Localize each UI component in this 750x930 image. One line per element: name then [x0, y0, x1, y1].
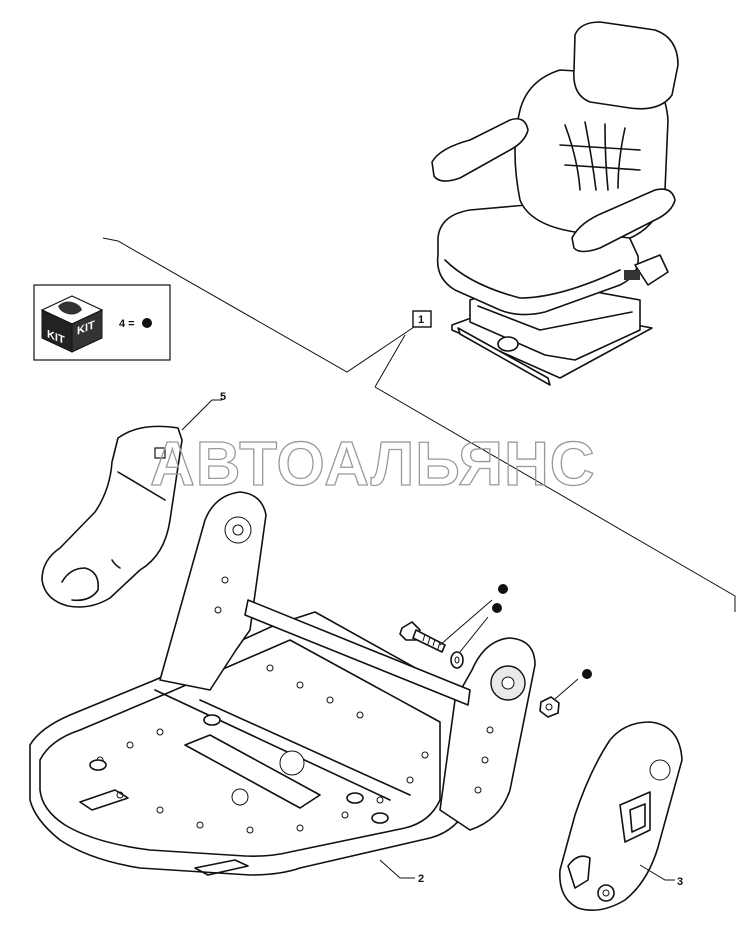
right-side-cover: 3 [559, 721, 683, 911]
kit-dot-icon [142, 318, 152, 328]
washer-kit-dot-icon [492, 603, 502, 613]
callout-1-box [412, 310, 432, 328]
callout-2: 2 [418, 873, 424, 885]
kit-legend-box: KIT KIT 4 = [33, 284, 171, 361]
callout-3: 3 [677, 876, 683, 888]
bolt-kit-dot-icon [498, 584, 508, 594]
kit-legend-text: 4 = [119, 318, 135, 330]
callout-5: 5 [220, 391, 226, 403]
watermark-text: АВТОАЛЬЯНС [150, 430, 596, 499]
nut-kit-dot-icon [582, 669, 592, 679]
nut [539, 669, 592, 718]
kit-box-icon: KIT KIT [40, 295, 104, 353]
fastener-kit [399, 584, 592, 718]
bolt [399, 584, 508, 653]
left-side-cover: 5 [41, 391, 226, 608]
washer [450, 603, 502, 669]
seat-frame: 2 [29, 491, 536, 885]
callout-1: 1 [418, 314, 424, 326]
reference-leader-lines [102, 237, 736, 612]
seat-assembly: 1 [412, 21, 679, 386]
